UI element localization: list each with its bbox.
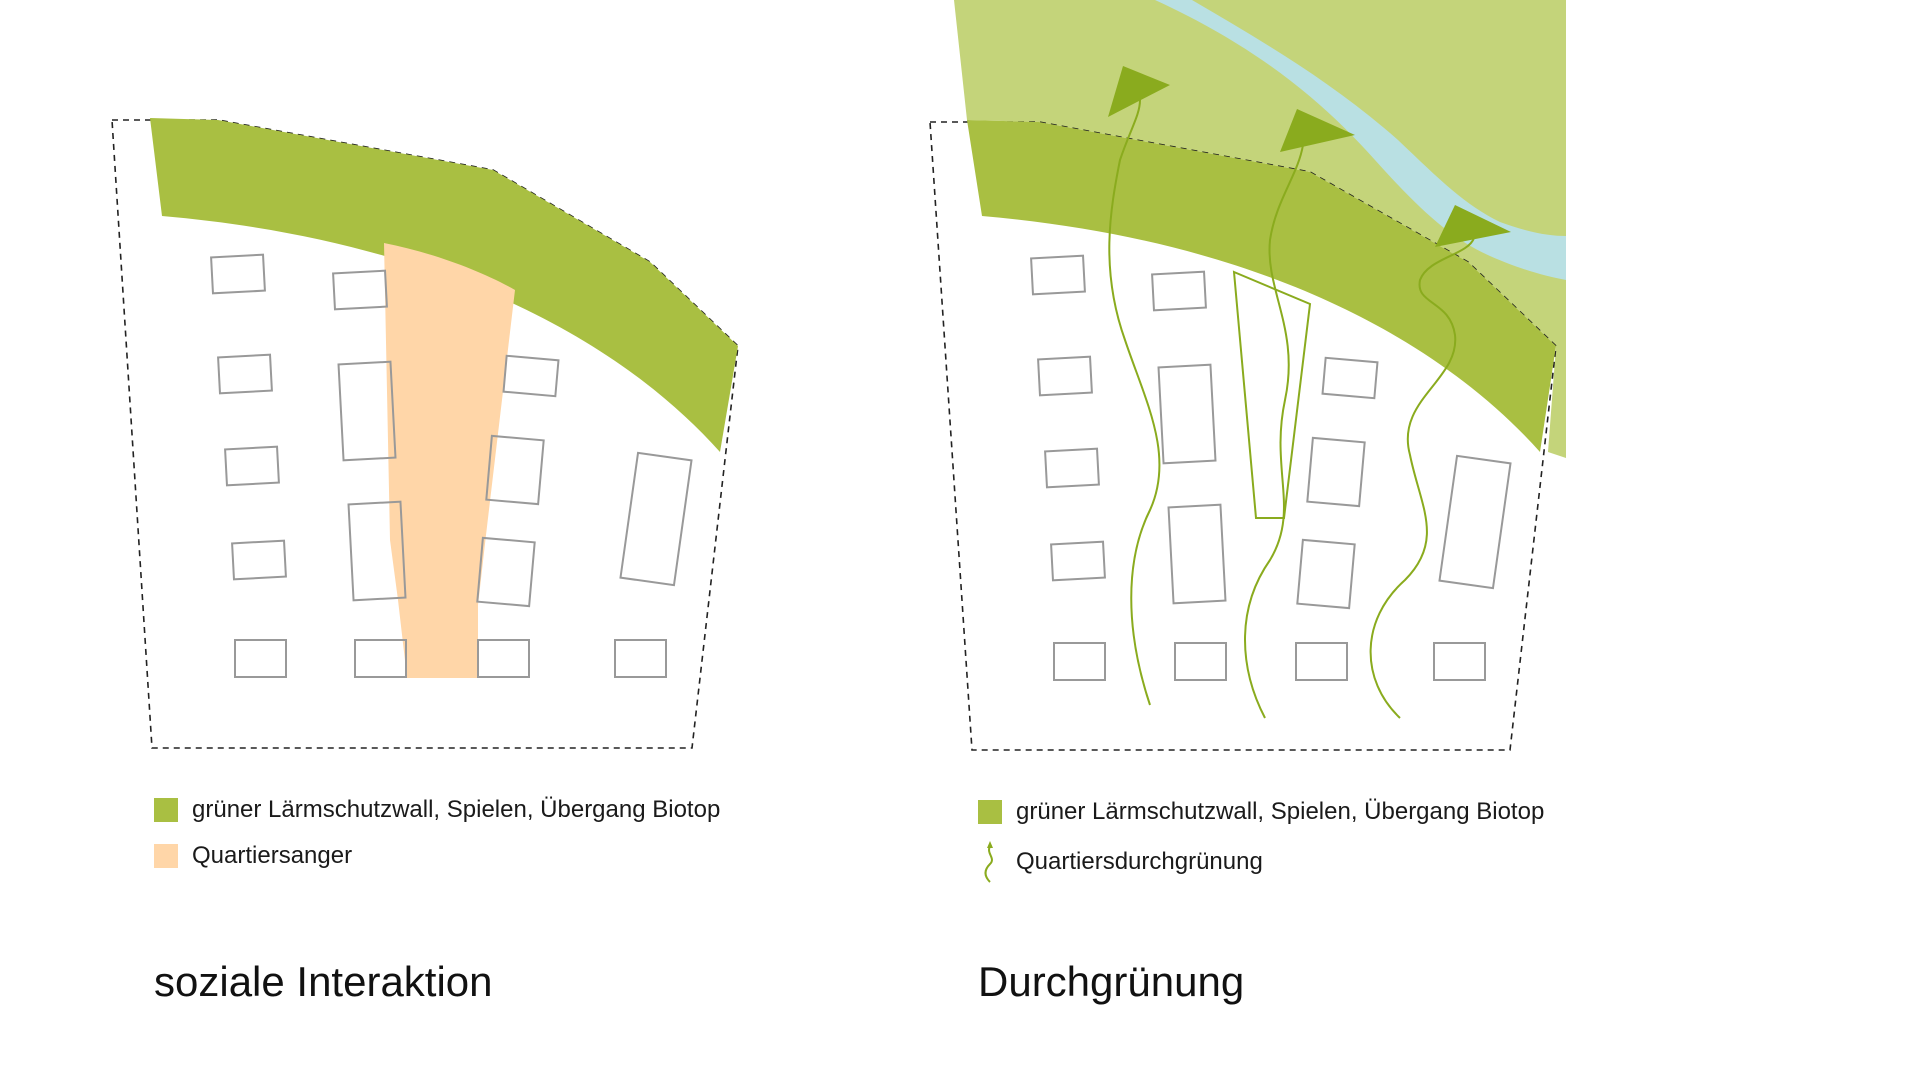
right-green-noise-wall xyxy=(967,120,1556,452)
right-site-plan xyxy=(929,0,1566,751)
building xyxy=(1438,454,1512,590)
building xyxy=(1321,356,1379,400)
legend-label: Quartiersdurchgrünung xyxy=(1016,848,1263,875)
arrow-head-icon xyxy=(1280,109,1355,152)
building xyxy=(354,639,407,678)
building xyxy=(477,639,530,678)
right-arrow-heads xyxy=(1108,66,1511,247)
green-wall-swatch xyxy=(978,800,1002,824)
green-wall-swatch xyxy=(154,798,178,822)
building xyxy=(1050,540,1106,582)
left-site-plan xyxy=(111,118,739,749)
building xyxy=(337,360,397,462)
building xyxy=(231,539,287,581)
right-green-corridor-outline xyxy=(1232,270,1312,519)
building xyxy=(234,639,287,678)
wavy-arrow-line xyxy=(1108,99,1161,706)
left-legend-item-meadow: Quartiersanger xyxy=(154,842,352,870)
building xyxy=(476,536,536,608)
meadow-swatch xyxy=(154,844,178,868)
arrow-head-icon xyxy=(1435,205,1511,247)
building xyxy=(619,451,693,587)
building xyxy=(1053,642,1106,681)
building xyxy=(1157,363,1217,465)
building xyxy=(1044,447,1100,489)
legend-label: grüner Lärmschutzwall, Spielen, Übergang… xyxy=(1016,798,1545,825)
building xyxy=(502,354,560,398)
right-greenery-arrows xyxy=(1108,99,1475,719)
building xyxy=(485,434,545,506)
building xyxy=(210,253,266,295)
building xyxy=(1037,355,1093,397)
building xyxy=(1030,254,1086,296)
left-quartiersanger-meadow xyxy=(384,243,515,678)
building xyxy=(224,445,280,487)
building xyxy=(1433,642,1486,681)
arrow-head-icon xyxy=(1108,66,1170,117)
building xyxy=(1174,642,1227,681)
building xyxy=(1306,436,1366,508)
right-legend-item-noise-wall: grüner Lärmschutzwall, Spielen, Übergang… xyxy=(978,798,1544,826)
building xyxy=(1295,642,1348,681)
right-buildings xyxy=(1030,254,1512,681)
wavy-arrow-icon xyxy=(984,841,993,883)
left-green-noise-wall xyxy=(150,118,738,452)
left-panel-title: soziale Interaktion xyxy=(154,958,493,1005)
building xyxy=(1167,503,1227,605)
legend-label: Quartiersanger xyxy=(192,842,353,869)
building xyxy=(1296,538,1356,610)
building xyxy=(347,500,407,602)
left-legend-item-noise-wall: grüner Lärmschutzwall, Spielen, Übergang… xyxy=(154,796,720,824)
building xyxy=(1151,270,1207,312)
right-landscape-area xyxy=(954,0,1566,458)
building xyxy=(217,353,273,395)
building xyxy=(332,269,388,311)
left-buildings xyxy=(210,253,693,678)
right-panel-title: Durchgrünung xyxy=(978,958,1245,1005)
right-legend-item-greenery: Quartiersdurchgrünung xyxy=(978,840,1263,884)
wavy-arrow-line xyxy=(1369,237,1475,719)
building xyxy=(614,639,667,678)
wavy-arrow-line xyxy=(1244,144,1304,719)
legend-label: grüner Lärmschutzwall, Spielen, Übergang… xyxy=(192,796,721,823)
